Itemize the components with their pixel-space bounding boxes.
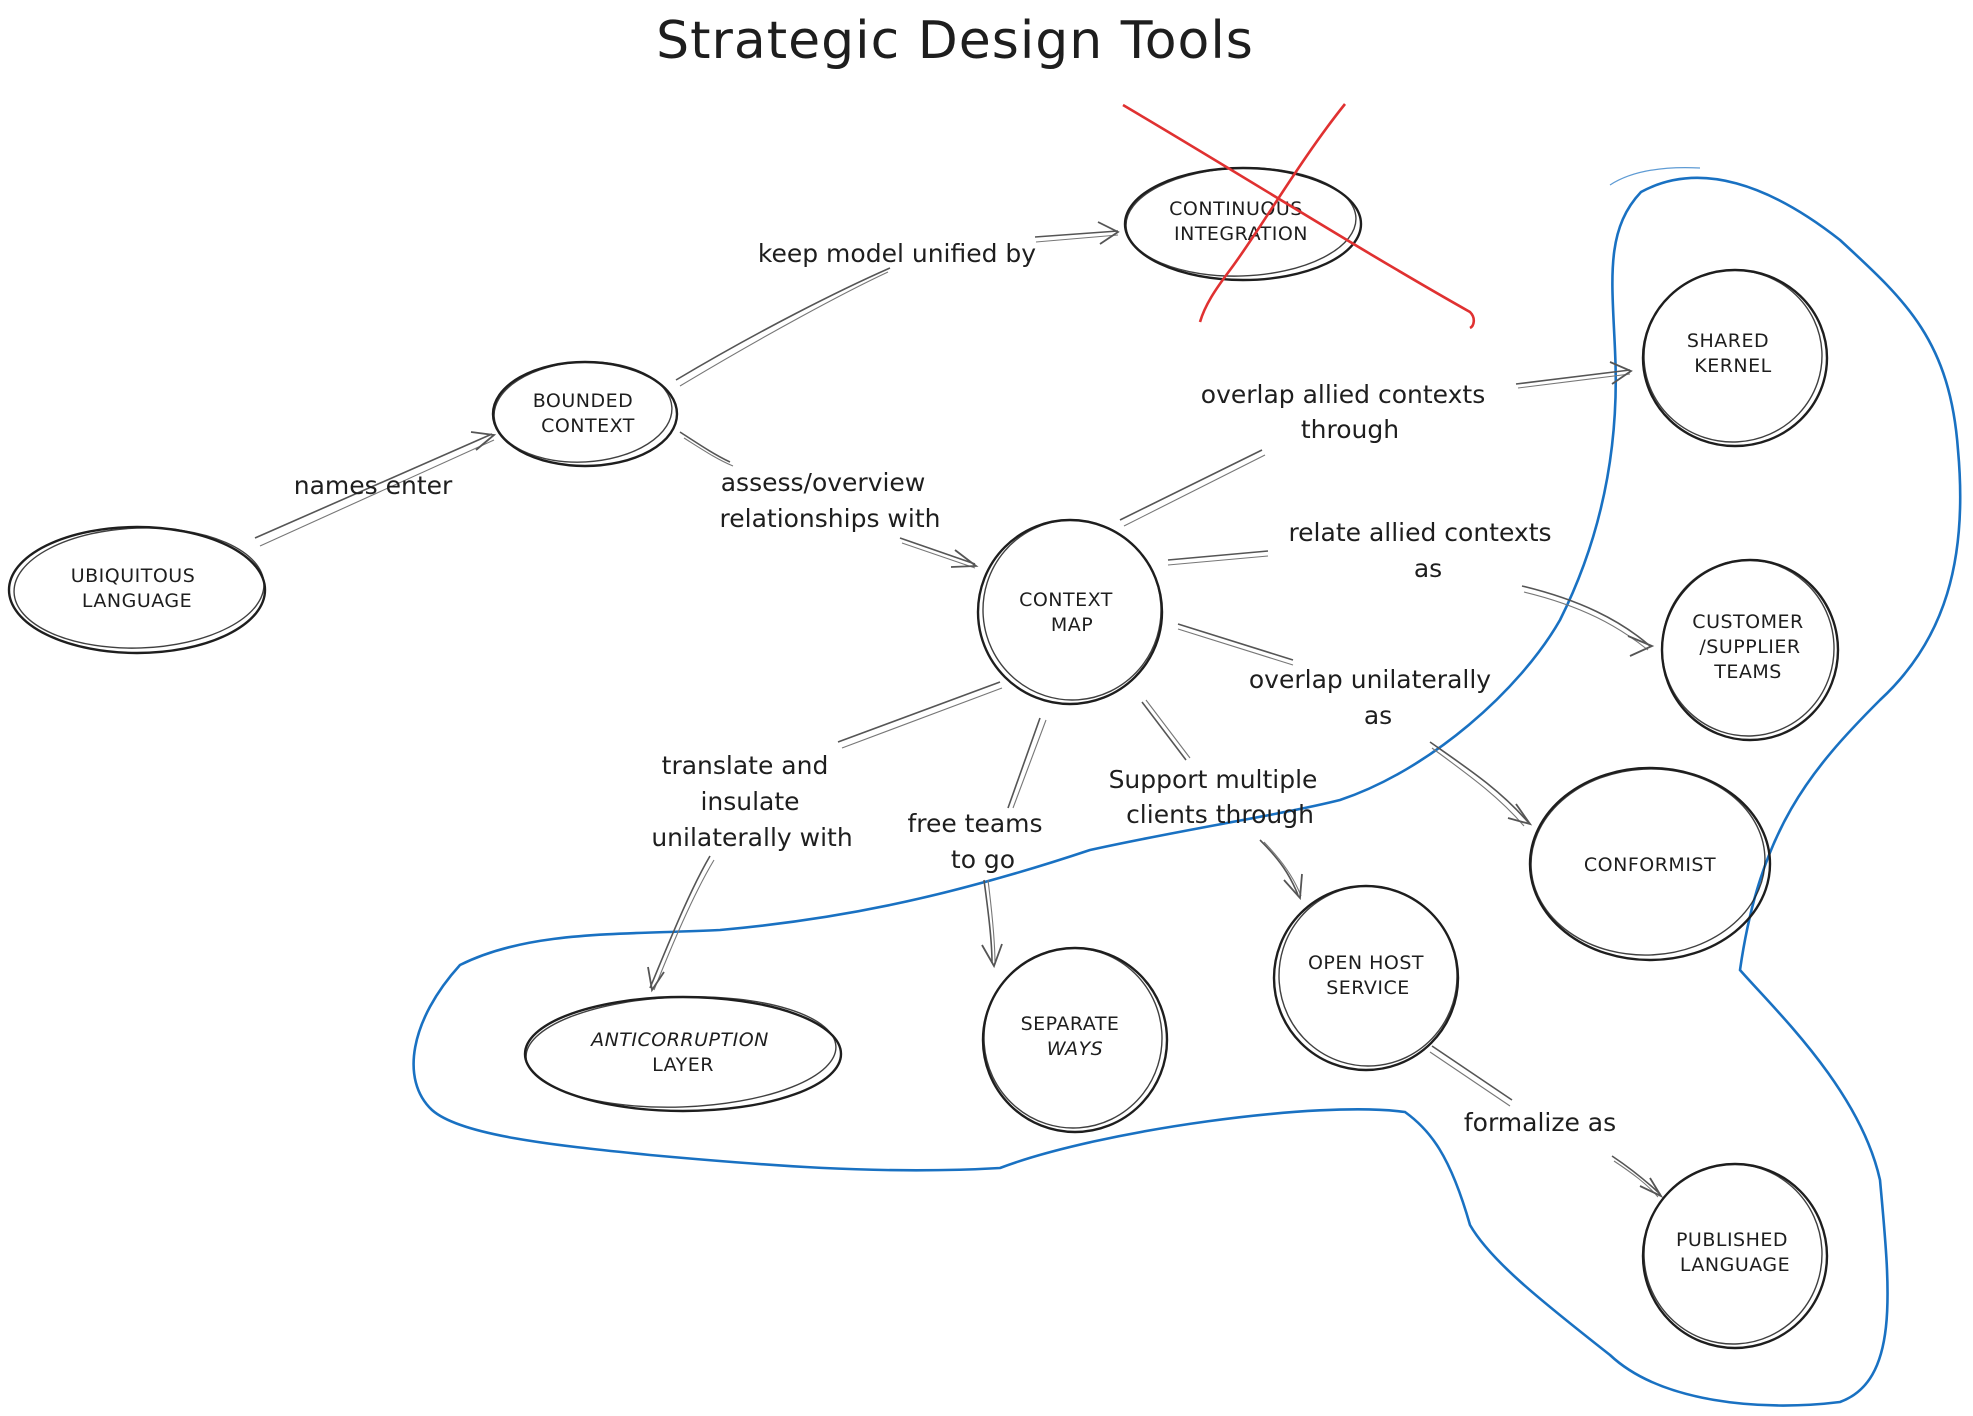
customer-supplier-label-1: CUSTOMER [1692,611,1803,633]
node-published-language: PUBLISHED LANGUAGE [1641,1162,1829,1350]
published-language-label-1: PUBLISHED [1676,1229,1788,1251]
pattern-group-outline [412,176,1962,1407]
edge-support-multiple [1141,699,1303,901]
context-map-label-1: CONTEXT [1019,589,1113,611]
conformist-label: CONFORMIST [1584,854,1716,876]
anticorruption-layer-label-2: LAYER [652,1054,714,1076]
label-keep-model-unified: keep model unified by [758,239,1036,268]
open-host-service-label-2: SERVICE [1326,977,1410,999]
diagram-title: Strategic Design Tools [656,11,1254,71]
label-support-multiple-1: Support multiple [1109,765,1318,794]
label-assess-overview-1: assess/overview [721,468,926,497]
edge-names-enter [254,431,497,547]
open-host-service-label-1: OPEN HOST [1308,952,1424,974]
label-overlap-unilaterally-2: as [1364,701,1392,730]
label-overlap-allied-2: through [1301,415,1399,444]
label-free-teams-1: free teams [907,809,1042,838]
customer-supplier-label-3: TEAMS [1713,661,1782,683]
shared-kernel-label-2: KERNEL [1694,355,1771,377]
edge-free-teams [981,717,1047,969]
customer-supplier-label-2: /SUPPLIER [1699,636,1800,658]
edge-translate-insulate [647,681,1003,993]
label-support-multiple-2: clients through [1126,800,1314,829]
separate-ways-label-1: SEPARATE [1021,1013,1120,1035]
label-names-enter: names enter [294,471,453,500]
published-language-label-2: LANGUAGE [1680,1254,1790,1276]
strike-through-mark [1122,103,1476,330]
edge-assess-overview [679,431,979,569]
node-context-map: CONTEXT MAP [976,518,1164,706]
node-continuous-integration: CONTINUOUS INTEGRATION [1123,166,1363,282]
node-open-host-service: OPEN HOST SERVICE [1272,884,1460,1072]
label-formalize-as: formalize as [1464,1108,1616,1137]
edge-overlap-allied-through [1119,361,1633,527]
context-map-label-2: MAP [1051,614,1093,636]
node-ubiquitous-language: UBIQUITOUS LANGUAGE [7,525,267,655]
label-translate-insulate-2: insulate [700,787,799,816]
node-customer-supplier-teams: CUSTOMER /SUPPLIER TEAMS [1660,558,1840,742]
node-bounded-context: BOUNDED CONTEXT [491,360,679,468]
node-anticorruption-layer: ANTICORRUPTION LAYER [523,995,843,1113]
bounded-context-label-1: BOUNDED [533,390,634,412]
separate-ways-label-2: WAYS [1047,1038,1104,1060]
edge-relate-allied-as [1167,550,1655,657]
edge-keep-model-unified [675,221,1120,387]
label-relate-allied-2: as [1414,554,1442,583]
label-assess-overview-2: relationships with [720,504,941,533]
label-overlap-unilaterally-1: overlap unilaterally [1249,665,1491,694]
anticorruption-layer-label-1: ANTICORRUPTION [589,1029,769,1051]
label-translate-insulate-3: unilaterally with [651,823,852,852]
node-conformist: CONFORMIST [1528,766,1772,962]
label-translate-insulate-1: translate and [662,751,829,780]
continuous-integration-label-2: INTEGRATION [1174,223,1308,245]
edge-formalize-as [1429,1045,1664,1199]
edge-overlap-unilaterally [1177,623,1533,827]
bounded-context-label-2: CONTEXT [541,415,635,437]
node-shared-kernel: SHARED KERNEL [1641,268,1829,448]
shared-kernel-label-1: SHARED [1687,330,1769,352]
label-free-teams-2: to go [951,845,1015,874]
ubiquitous-language-label-1: UBIQUITOUS [71,565,196,587]
pattern-group-outline-stroke [1609,167,1701,186]
ubiquitous-language-label-2: LANGUAGE [82,590,192,612]
label-overlap-allied-1: overlap allied contexts [1201,380,1485,409]
node-separate-ways: SEPARATE WAYS [981,946,1169,1134]
label-relate-allied-1: relate allied contexts [1288,518,1551,547]
